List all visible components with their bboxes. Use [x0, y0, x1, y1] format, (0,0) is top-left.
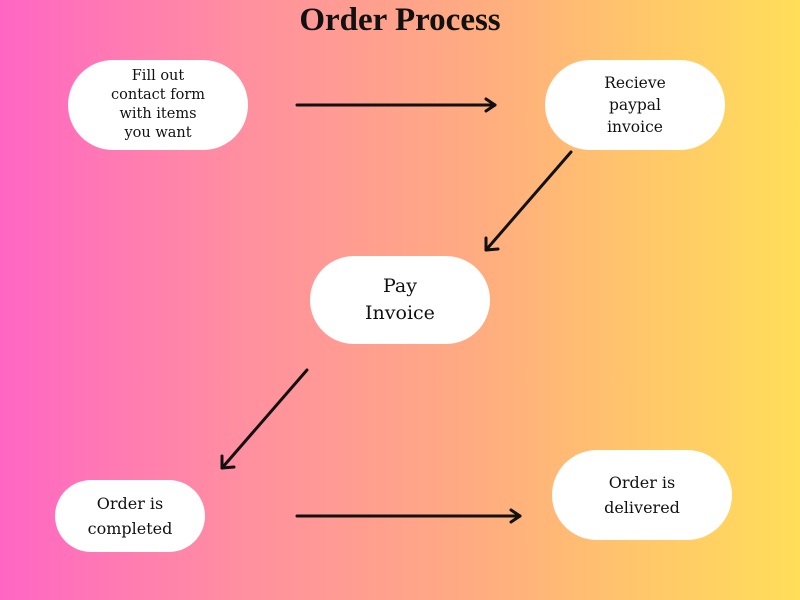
- step-fill-form: Fill out contact form with items you wan…: [68, 60, 248, 150]
- step-label: Recieve paypal invoice: [604, 74, 666, 136]
- step-order-delivered: Order is delivered: [552, 450, 732, 540]
- arrow-pay-to-completed: [220, 368, 309, 470]
- diagram-title: Order Process: [299, 2, 501, 38]
- step-label: Pay Invoice: [365, 275, 435, 324]
- step-order-completed: Order is completed: [55, 480, 205, 552]
- arrow-completed-to-delivered: [295, 508, 522, 524]
- step-label: Order is delivered: [604, 473, 680, 517]
- step-label: Order is completed: [87, 494, 173, 538]
- step-label: Fill out contact form with items you wan…: [111, 68, 205, 141]
- step-receive-invoice: Recieve paypal invoice: [545, 60, 725, 150]
- step-pay-invoice: Pay Invoice: [310, 256, 490, 344]
- arrow-receive-to-pay: [484, 150, 573, 252]
- arrow-fill-to-receive: [295, 97, 497, 113]
